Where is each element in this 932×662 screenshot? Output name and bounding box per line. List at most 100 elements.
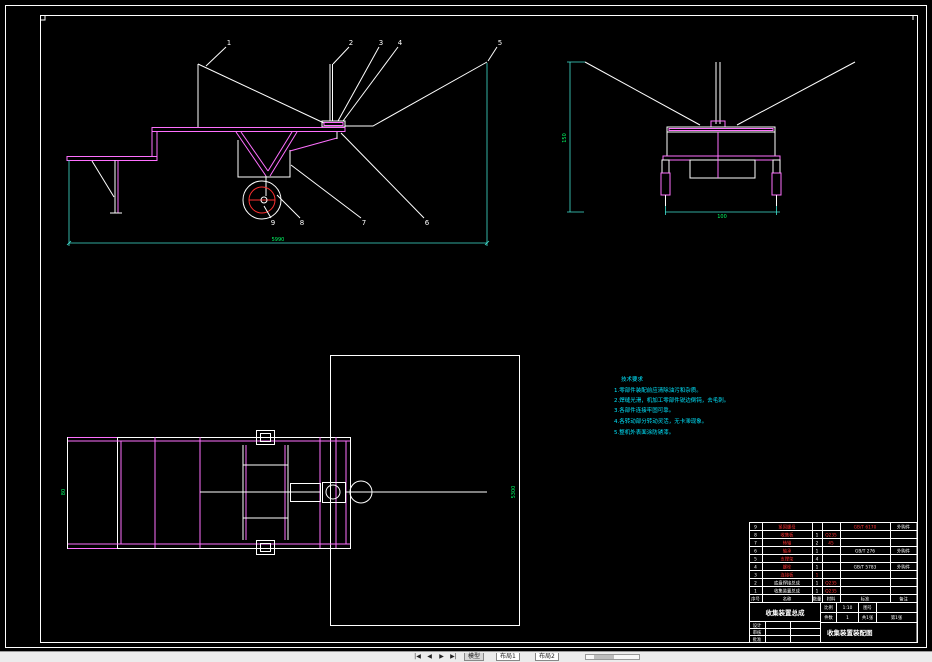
front-slope xyxy=(345,61,488,127)
header-no: 序号 xyxy=(751,596,760,603)
part-material: Q235 xyxy=(825,589,837,595)
previous-tab-button[interactable]: ◀ xyxy=(427,653,432,660)
left-wing xyxy=(584,61,701,126)
rail-step xyxy=(151,131,158,157)
part-qty: 4 xyxy=(816,557,819,563)
tech-title: 技术要求 xyxy=(621,375,644,383)
leader-5 xyxy=(487,46,498,62)
callout-3: 3 xyxy=(379,39,383,47)
mount-bracket-plate xyxy=(323,122,344,126)
layout-tab-bar: |◀ ◀ ▶ ▶| 模型 布局1 布局2 xyxy=(0,651,932,662)
lower-grid xyxy=(749,602,917,642)
parts-row: 6 轴承 1 GB/T 276 外购件 xyxy=(754,548,911,555)
top-rail xyxy=(151,127,346,132)
top-beam-inner xyxy=(668,128,774,131)
side-length-dimension: 5990 xyxy=(66,63,490,246)
info-cell: 1:10 xyxy=(843,605,853,611)
right-width-dimension: 100 xyxy=(665,206,780,220)
tech-item: 5.整机外表面涂防锈漆。 xyxy=(614,428,674,436)
part-name: 收集板 xyxy=(781,532,795,539)
parts-row: 4 螺栓 1 GB/T 5783 外购件 xyxy=(754,564,911,571)
part-no: 9 xyxy=(754,525,757,531)
part-no: 4 xyxy=(754,565,757,571)
next-tab-button[interactable]: ▶ xyxy=(439,653,444,660)
part-name: 螺栓 xyxy=(783,564,792,571)
top-beam xyxy=(666,126,776,133)
part-remark: 外购件 xyxy=(897,548,911,555)
last-tab-button[interactable]: ▶| xyxy=(450,653,457,660)
side-uprights xyxy=(666,132,776,156)
leg-brace xyxy=(91,160,115,198)
part-qty: 1 xyxy=(816,533,819,539)
parts-row: 9 紧固螺母 GB/T 6170 外购件 xyxy=(754,524,911,531)
part-no: 1 xyxy=(754,589,757,595)
part-qty: 2 xyxy=(816,541,819,547)
tab-layout-2[interactable]: 布局2 xyxy=(535,653,559,661)
callout-8: 8 xyxy=(300,219,304,227)
inner-border xyxy=(40,15,918,643)
technical-requirements: 技术要求 1.零部件装配前应清除油污和杂质。 2.焊缝光滑，机加工零部件锐边倒钝… xyxy=(614,375,729,436)
tab-model[interactable]: 模型 xyxy=(464,653,485,661)
ladder-rungs xyxy=(243,464,288,519)
part-remark: 外购件 xyxy=(897,524,911,531)
horizontal-scrollbar[interactable] xyxy=(585,654,640,660)
center-post xyxy=(715,62,721,124)
tech-item: 1.零部件装配前应清除油污和杂质。 xyxy=(614,386,702,394)
parts-row: 8 收集板 1 Q235 xyxy=(754,532,837,539)
info-cell: 第1张 xyxy=(891,614,903,621)
leader-7 xyxy=(290,164,362,219)
frame-outline xyxy=(117,437,351,549)
sheet-frame xyxy=(5,5,927,648)
v-support xyxy=(235,131,298,177)
collector-sheet xyxy=(330,355,520,626)
part-name: 底盘焊接总成 xyxy=(774,580,800,587)
part-qty: 1 xyxy=(816,549,819,555)
wheel-box xyxy=(689,159,756,179)
callout-7: 7 xyxy=(362,219,366,227)
tech-item: 3.各部件连接牢固可靠。 xyxy=(614,406,674,414)
mount-bracket xyxy=(321,120,346,128)
motor-pulley xyxy=(325,484,341,500)
caster-mount xyxy=(772,159,781,174)
corner-mark-left xyxy=(40,15,46,21)
callout-2: 2 xyxy=(349,39,353,47)
info-cell: 图号 xyxy=(863,605,872,611)
part-remark: 外购件 xyxy=(897,564,911,571)
part-material: Q235 xyxy=(825,533,837,539)
first-tab-button[interactable]: |◀ xyxy=(414,653,421,660)
header-qty: 数量 xyxy=(813,596,822,603)
parts-grid-rows xyxy=(749,530,917,603)
part-name: 收集装置总成 xyxy=(774,588,800,595)
wheel-top-lower xyxy=(256,540,275,555)
info-rows: 比例 1:10 图号 件数 1 共1张 第1张 xyxy=(824,604,903,621)
drawing-name: 收集装置装配图 xyxy=(827,628,873,637)
right-view: 150 100 xyxy=(562,61,856,220)
right-wing xyxy=(736,61,856,126)
info-cell: 1 xyxy=(846,615,849,621)
part-qty: 1 xyxy=(816,565,819,571)
cross-beam xyxy=(662,155,781,161)
part-name: 轴承 xyxy=(783,548,792,555)
part-no: 6 xyxy=(754,549,757,555)
caster-mount xyxy=(661,159,670,174)
wheel-link xyxy=(289,137,338,152)
header-standard: 标准 xyxy=(861,596,870,603)
leader-2 xyxy=(332,46,350,65)
sign-rows: 设计 审核 批准 xyxy=(753,622,762,643)
scrollbar-thumb[interactable] xyxy=(594,655,614,659)
top-view: 80 5300 xyxy=(61,355,520,626)
parts-row: 3 连接板 1 xyxy=(754,572,819,579)
header-name: 名称 xyxy=(783,596,792,603)
wheel-top-upper xyxy=(256,430,275,445)
wheel-top-lower-inner xyxy=(260,543,271,552)
info-cell: 比例 xyxy=(824,604,833,611)
part-name: 紧固螺母 xyxy=(778,524,796,531)
frame-inner-rails xyxy=(117,440,350,545)
wheel-housing xyxy=(237,140,291,178)
outer-border xyxy=(5,5,927,648)
parts-row: 7 转轴 2 45 xyxy=(754,540,834,547)
tab-layout-1[interactable]: 布局1 xyxy=(496,653,520,661)
callout-6: 6 xyxy=(425,219,430,227)
callout-numbers: 1 2 3 4 5 6 7 8 9 xyxy=(227,39,502,227)
